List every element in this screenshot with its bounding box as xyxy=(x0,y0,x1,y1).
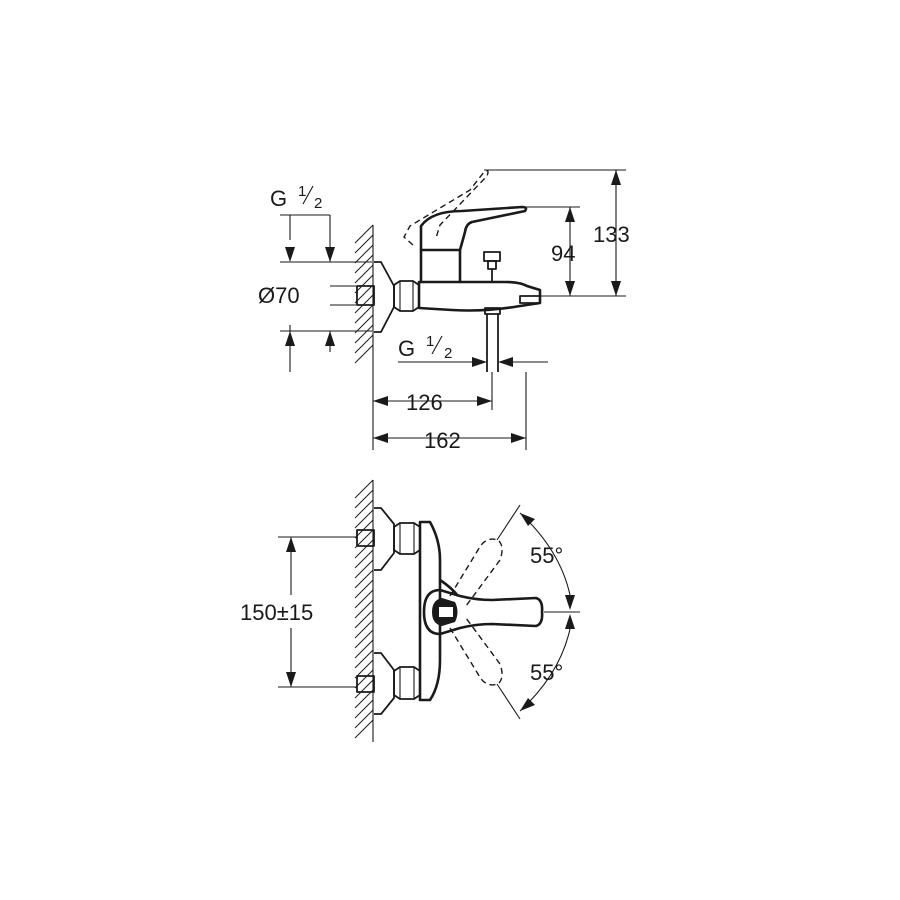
wall-hatch-line xyxy=(354,224,374,244)
wall-hatch-line xyxy=(354,334,374,354)
wall-hatch-line xyxy=(354,619,374,639)
thread-spout-numerator: 1 xyxy=(426,333,434,350)
upper-flange xyxy=(374,507,395,571)
mixer-lever xyxy=(419,205,528,251)
lever-height-label: 94 xyxy=(551,241,575,266)
top-view: 55° 55° 150±15 xyxy=(240,479,580,742)
wall-hatch-line xyxy=(354,709,374,729)
dim-thread-left: G 1 2 xyxy=(270,183,372,372)
wall-hatch-line xyxy=(354,669,374,689)
wall-hatch-line xyxy=(354,284,374,304)
spout-outlet xyxy=(519,295,541,304)
dim-thread-spout: G 1 2 xyxy=(398,333,548,367)
spout-distance-label: 126 xyxy=(406,390,443,415)
side-view: G 1 2 Ø70 G 1 2 9 xyxy=(258,169,630,453)
lever-rotated-down xyxy=(449,617,503,686)
lower-flange xyxy=(374,652,395,715)
wall-hatch-line xyxy=(354,479,374,499)
wall-hatch-line xyxy=(354,244,374,264)
lever-raised-height-label: 133 xyxy=(593,222,630,247)
wall-hatch-line xyxy=(354,609,374,629)
thread-left-denominator: 2 xyxy=(314,195,322,212)
dim-inlet-centers: 150±15 xyxy=(240,536,356,688)
upper-nut xyxy=(393,522,421,555)
connection-nut xyxy=(393,280,420,312)
inlet-stub xyxy=(356,285,375,306)
thread-spout-base: G xyxy=(398,336,415,361)
wall-hatch-line xyxy=(354,314,374,334)
lower-inlet-stub xyxy=(356,675,375,693)
wall-hatch-line xyxy=(354,489,374,509)
wall-hatch-line xyxy=(354,659,374,679)
wall-hatch-line xyxy=(354,509,374,529)
flange-diameter-label: Ø70 xyxy=(258,283,300,308)
wall-side-view xyxy=(354,224,374,365)
dim-depths: 126 162 xyxy=(372,365,527,453)
wall-hatch-line xyxy=(354,569,374,589)
wall-hatch-line xyxy=(354,679,374,699)
cartridge-housing xyxy=(419,248,462,282)
upper-inlet-stub xyxy=(356,529,375,547)
mixer-lever-top xyxy=(422,588,544,636)
total-depth-label: 162 xyxy=(424,428,461,453)
wall-hatch-line xyxy=(354,599,374,619)
lower-nut xyxy=(393,666,421,700)
wall-hatch-line xyxy=(354,719,374,739)
wall-hatch-line xyxy=(354,344,374,364)
dim-heights: 94 133 xyxy=(484,169,630,297)
wall-hatch-line xyxy=(354,549,374,569)
wall-hatch-line xyxy=(354,699,374,719)
angle-up-label: 55° xyxy=(530,543,563,568)
angle-down-label: 55° xyxy=(530,660,563,685)
wall-hatch-line xyxy=(354,304,374,324)
inlet-centers-label: 150±15 xyxy=(240,600,313,625)
wall-hatch-line xyxy=(354,689,374,709)
wall-hatch-line xyxy=(354,294,374,314)
thread-left-numerator: 1 xyxy=(298,183,306,200)
mixer-body-top xyxy=(418,520,442,702)
wall-hatch-line xyxy=(354,519,374,539)
wall-hatch-line xyxy=(354,639,374,659)
mixer-body xyxy=(417,280,542,312)
thread-left-base: G xyxy=(270,186,287,211)
wall-hatch-line xyxy=(354,559,374,579)
wall-hatch-line xyxy=(354,589,374,609)
wall-top-view xyxy=(354,479,374,742)
wall-hatch-line xyxy=(354,264,374,284)
wall-hatch-line xyxy=(354,629,374,649)
angle-indicators: 55° 55° xyxy=(496,504,580,720)
wall-flange xyxy=(374,261,395,333)
wall-hatch-line xyxy=(354,579,374,599)
lever-raised-outline xyxy=(403,169,489,246)
wall-hatch-line xyxy=(354,529,374,549)
wall-hatch-line xyxy=(354,649,374,669)
wall-hatch-line xyxy=(354,499,374,519)
wall-hatch-line xyxy=(354,234,374,254)
wall-hatch-line xyxy=(354,539,374,559)
wall-hatch-line xyxy=(354,274,374,294)
diverter-knob xyxy=(483,251,501,282)
thread-spout-denominator: 2 xyxy=(444,345,452,362)
lever-rotated-up xyxy=(449,538,503,607)
wall-hatch-line xyxy=(354,254,374,274)
shower-outlet xyxy=(484,307,501,315)
wall-hatch-line xyxy=(354,324,374,344)
